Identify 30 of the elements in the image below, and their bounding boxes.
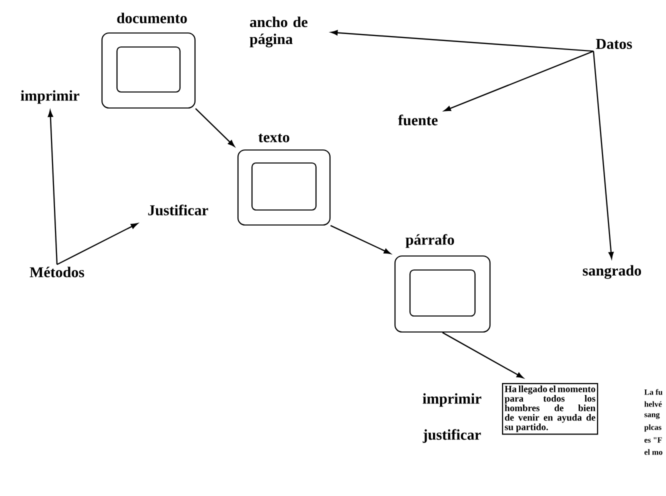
label-text: imprimir — [422, 393, 482, 407]
object-box: documento — [101, 12, 196, 109]
arrow — [56, 223, 138, 266]
object-box: párrafo — [394, 234, 491, 333]
arrow — [444, 50, 594, 112]
label-text: el mo — [644, 449, 662, 455]
label-text: ancho de página — [250, 16, 308, 48]
label-text: La fu — [644, 389, 662, 395]
node-label: documento — [117, 12, 187, 24]
label-text: es "F — [644, 437, 662, 443]
label-text: sang — [644, 413, 660, 419]
label-text: imprimir — [20, 90, 80, 104]
arrow — [442, 332, 524, 378]
arrow — [48, 110, 58, 265]
arrow — [592, 51, 614, 259]
label-text: Justificar — [148, 204, 208, 216]
node-label: párrafo — [406, 234, 454, 248]
arrow — [330, 30, 594, 52]
paragraph-box: Ha llegado el momento para todos los hombres de bien de venir en ayuda de su partido. — [502, 383, 598, 435]
label-text: fuente — [398, 114, 438, 126]
label-text: Datos — [596, 39, 632, 49]
label-text: Métodos — [30, 266, 84, 278]
arrow — [330, 225, 391, 254]
node-label: texto — [258, 134, 290, 142]
label-text: sangrado — [582, 265, 642, 279]
object-box: texto — [237, 134, 331, 226]
arrow — [195, 108, 235, 147]
label-text: plcas — [644, 424, 662, 432]
label-text: justificar — [422, 429, 481, 443]
label-text: helvé — [644, 401, 662, 407]
